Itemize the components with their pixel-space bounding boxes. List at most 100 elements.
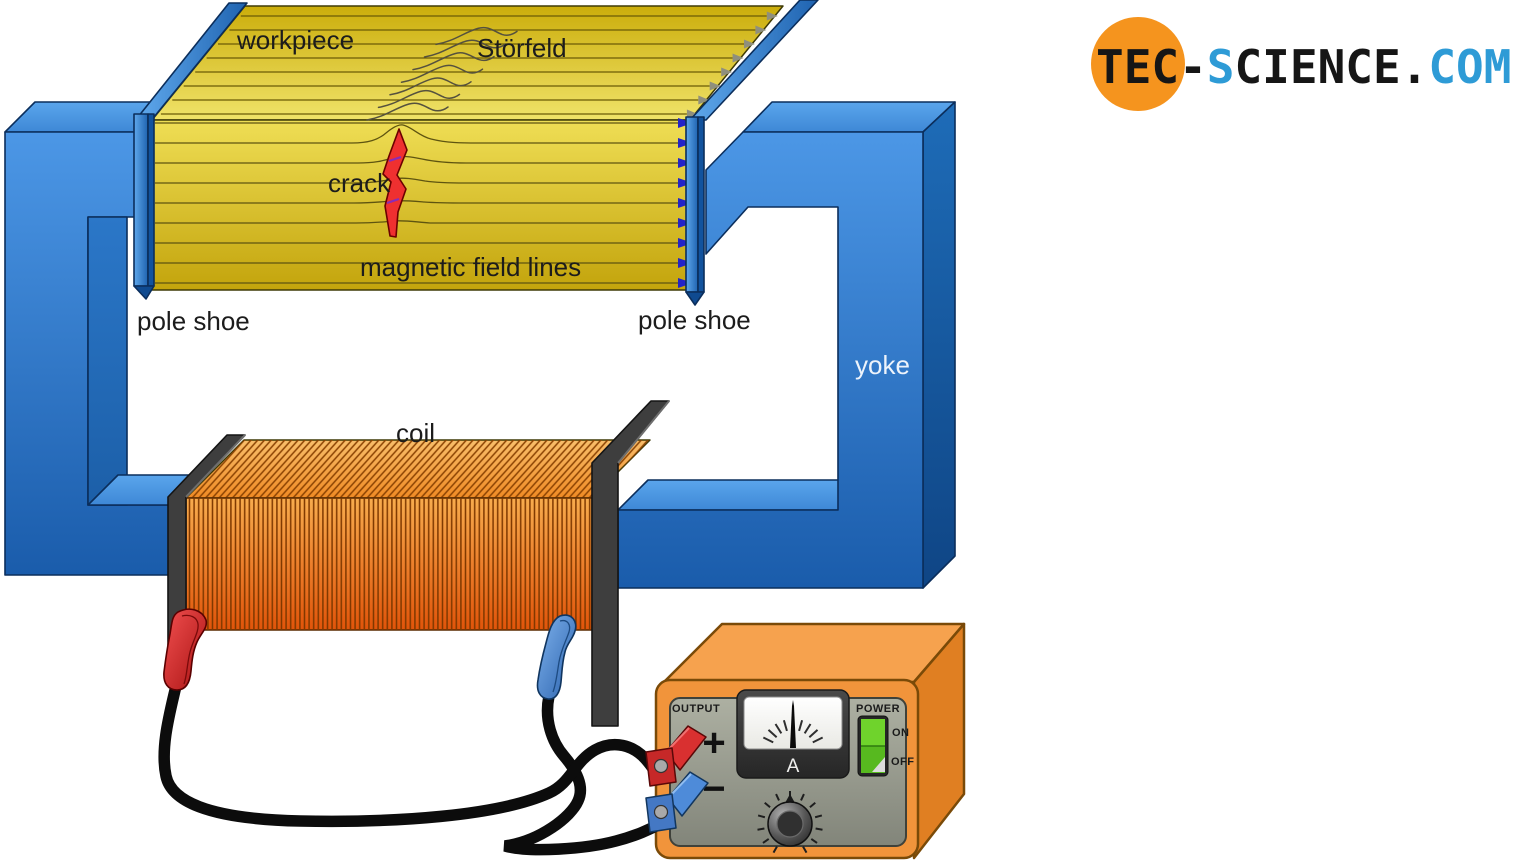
pole-shoe-right [685,0,819,306]
ammeter-unit: A [787,756,800,777]
knob-tick [764,802,771,809]
psu-minus-label: − [702,767,725,811]
pole-shoe-right-label: pole shoe [638,305,751,335]
yoke-right-side-face [922,101,956,589]
clamp-red-crease [181,614,199,685]
yoke-right-top-face [742,101,956,133]
clamp-blue [536,614,577,700]
knob-tick [810,838,818,844]
ammeter-needle [790,700,796,748]
ammeter-tick [767,729,778,739]
ammeter-tick [798,720,804,732]
yoke-right-arm-top-face [617,479,869,511]
logo-text: TEC-SCIENCE.COM [1096,40,1511,94]
clamp-red [163,608,208,691]
stray-field-wave [423,39,507,58]
pole-shoe-left-label: pole shoe [137,306,250,336]
terminal-red-arm-highlight [667,727,690,751]
knob-tick [800,793,805,801]
psu-on-label: ON [892,727,910,739]
terminal-red-screw-icon [653,758,669,774]
logo-seg-s: S [1207,40,1235,94]
knob-tick [772,846,778,854]
ammeter-tick [812,736,824,744]
power-switch[interactable]: POWER ON OFF [856,703,915,777]
stray-field-wave [400,64,484,83]
knob-tick [802,846,808,854]
ammeter-ticks [762,720,824,744]
stray-field-wave [412,52,495,71]
power-switch-rocker-top[interactable] [861,719,885,746]
pole-shoe-right-front [685,116,699,293]
logo-circle-icon [1091,17,1185,111]
field-line [155,155,680,164]
knob-tick [757,814,766,819]
stray-field-wave [377,89,461,109]
ammeter-tick [803,723,812,734]
knob-pointer-icon [785,794,795,803]
stray-arrow-icon [721,67,733,77]
coil-flange-left-highlight [185,434,246,498]
clamp-blue-crease [552,619,571,693]
logo-seg-tec: TEC- [1096,40,1207,94]
terminal-blue-arm [667,771,709,817]
crack-shape [382,128,408,238]
cables [158,680,666,856]
front-field-lines [155,118,693,288]
knob-tick [809,802,816,809]
power-supply-unit: OUTPUT + − A POWER ON OFF [654,622,966,860]
logo-seg-com: COM [1428,40,1511,94]
knob-tick [775,793,780,801]
knob-tick [814,814,823,819]
pole-shoe-left [133,2,248,300]
stray-arrow-icon [709,81,721,91]
power-switch-corner [872,757,885,772]
coil [167,400,670,727]
pole-shoe-left-front [133,113,149,287]
coil-label: coil [396,418,435,448]
psu-top-face [662,622,966,684]
stray-field-wave [389,77,472,96]
coil-front-windings [186,498,592,630]
terminal-blue-screw-icon [653,804,669,820]
pole-shoe-left-edge [147,113,155,287]
pole-shoe-right-foot [685,291,705,306]
crack-flux-tick [388,155,402,163]
cable-blue [503,690,666,856]
workpiece-front-face [151,119,691,291]
magnetic-field-lines-label: magnetic field lines [360,252,581,282]
ammeter: A [736,689,850,779]
terminal-red [645,725,707,787]
clamp-blue-body [536,614,577,700]
field-line [155,199,680,204]
workpiece-label: workpiece [236,25,354,55]
psu-plus-label: + [702,721,725,765]
stray-arrow-icon [732,53,744,63]
knob-tick [757,827,765,831]
knob-tick [815,827,823,831]
knob-inner [776,810,804,838]
diagram-labels: workpiece Störfeld crack magnetic field … [137,25,751,448]
tec-science-logo: TEC-SCIENCE.COM [1091,17,1511,111]
yoke-right: yoke [617,101,956,589]
yoke-label: yoke [855,350,910,380]
stray-field-waves [366,26,518,121]
coil-flange-right-highlight [617,400,670,464]
ammeter-tick [782,720,788,732]
stray-arrow-icon [755,25,767,35]
psu-off-label: OFF [891,756,915,768]
workpiece-top-face [151,5,784,121]
current-knob[interactable] [757,791,823,854]
stray-arrow-icon [744,39,755,49]
ammeter-tick [808,729,819,739]
ammeter-tick [774,723,783,734]
psu-power-label: POWER [856,703,900,715]
field-line [155,124,680,144]
pole-shoe-right-edge [697,116,705,293]
crack-label: crack [328,168,391,198]
cable-red [158,680,665,828]
psu-output-label: OUTPUT [672,703,720,715]
crack-flux-tick [386,197,400,205]
